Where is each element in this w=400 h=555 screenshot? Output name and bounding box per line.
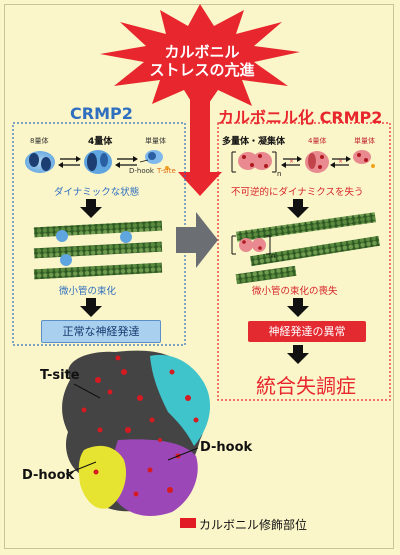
crmp2-4mer-icon [84, 150, 112, 174]
right-arrow-2 [287, 298, 309, 317]
legend-label: カルボニル修飾部位 [199, 518, 308, 532]
stress-label-line2: ストレスの亢進 [149, 61, 255, 79]
label-multimer: 多量体・凝集体 [222, 137, 286, 147]
subscript-n-2: n [271, 252, 276, 260]
normal-development-box: 正常な神経発達 [41, 320, 161, 343]
right-panel [217, 122, 391, 401]
loss-caption: 不可逆的にダイナミクスを失う [231, 187, 364, 198]
stress-arrow [178, 92, 222, 196]
label-dhook-small: D-hook [129, 167, 154, 175]
carbonylated-4mer-icon [305, 151, 329, 173]
equilibrium-arrows-left [58, 156, 138, 168]
right-microtubules [231, 212, 380, 285]
blocked-equilibrium-arrows: × × [281, 156, 351, 168]
dynamic-caption: ダイナミックな状態 [54, 187, 140, 198]
structure-dhook-right-label: D-hook [200, 440, 253, 455]
bundle-caption: 微小管の束化 [59, 286, 117, 297]
left-arrow-2 [80, 298, 102, 317]
carbonylated-monomer-icon [353, 150, 375, 168]
label-tsite-small: T-site [157, 167, 176, 175]
schizophrenia-label: 統合失調症 [256, 374, 356, 398]
dhook-pointer [139, 159, 149, 163]
left-title: CRMP2 [70, 104, 133, 123]
carbonylated-aggregate-icon [231, 151, 277, 173]
label-4mer-right: 4量体 [308, 137, 327, 145]
right-title: カルボニル化 CRMP2 [218, 108, 383, 127]
stress-label-line1: カルボニル [164, 43, 240, 61]
label-4mer: 4量体 [88, 137, 113, 147]
left-arrow-1 [80, 199, 102, 218]
crmp2-monomer-icon [145, 150, 169, 170]
left-microtubule-bundle [33, 220, 163, 280]
crmp2-8mer-icon [25, 151, 55, 173]
legend-swatch [180, 518, 196, 528]
figure-frame [4, 4, 394, 549]
label-8mer: 8量体 [30, 137, 49, 145]
bundle-loss-caption: 微小管の束化の喪失 [252, 286, 338, 297]
svg-text:×: × [289, 158, 294, 165]
svg-text:×: × [338, 158, 343, 165]
right-arrow-3 [287, 345, 309, 364]
crmp2-structure [62, 350, 211, 516]
transition-arrow [176, 212, 218, 268]
structure-dhook-left-label: D-hook [22, 468, 75, 483]
left-panel [12, 122, 186, 346]
label-monomer: 単量体 [145, 137, 166, 145]
right-arrow-1 [287, 199, 309, 218]
label-monomer-right: 単量体 [354, 137, 375, 145]
subscript-n-1: n [277, 170, 282, 178]
structure-tsite-label: T-site [40, 368, 80, 383]
abnormal-development-box: 神経発達の異常 [248, 321, 366, 342]
stress-burst [100, 4, 300, 116]
